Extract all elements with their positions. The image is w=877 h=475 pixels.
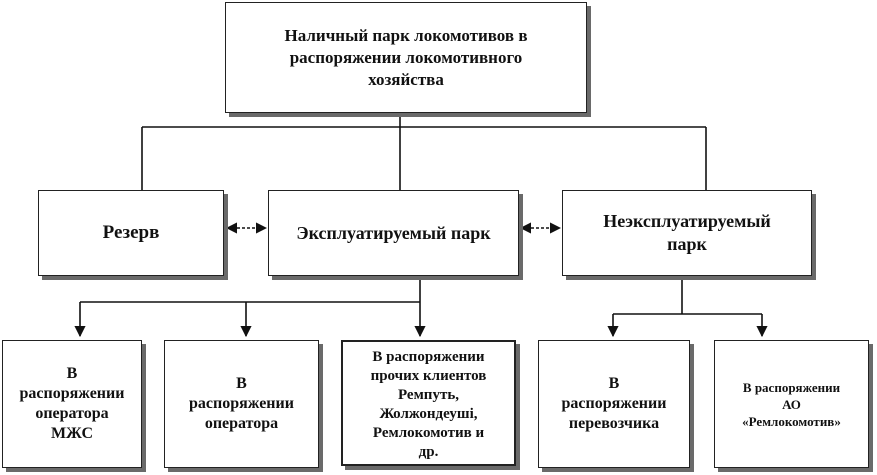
- carrier-node-label: В распоряжении перевозчика: [561, 375, 667, 432]
- nonoperated-node: Неэксплуатируемый парк: [562, 190, 812, 276]
- op-mzhs-node-label: В распоряжении оператора МЖС: [19, 365, 125, 442]
- root-node: Наличный парк локомотивов в распоряжении…: [225, 2, 587, 113]
- root-node-label: Наличный парк локомотивов в распоряжении…: [284, 25, 528, 89]
- other-clients-node-label: В распоряжении прочих клиентов Ремпуть, …: [370, 349, 487, 460]
- op-node-label: В распоряжении оператора: [189, 375, 294, 432]
- operated-node-label: Эксплуатируемый парк: [296, 222, 491, 243]
- carrier-node: В распоряжении перевозчика: [538, 340, 690, 468]
- remloko-node: В распоряжении АО «Ремлокомотив»: [714, 340, 869, 468]
- other-clients-node: В распоряжении прочих клиентов Ремпуть, …: [341, 340, 516, 466]
- operated-node: Эксплуатируемый парк: [268, 190, 519, 276]
- nonoperated-node-label: Неэксплуатируемый парк: [603, 211, 771, 254]
- op-mzhs-node: В распоряжении оператора МЖС: [2, 340, 142, 468]
- reserve-node-label: Резерв: [102, 222, 160, 243]
- op-node: В распоряжении оператора: [164, 340, 319, 468]
- reserve-node: Резерв: [38, 190, 224, 276]
- remloko-node-label: В распоряжении АО «Ремлокомотив»: [742, 379, 841, 429]
